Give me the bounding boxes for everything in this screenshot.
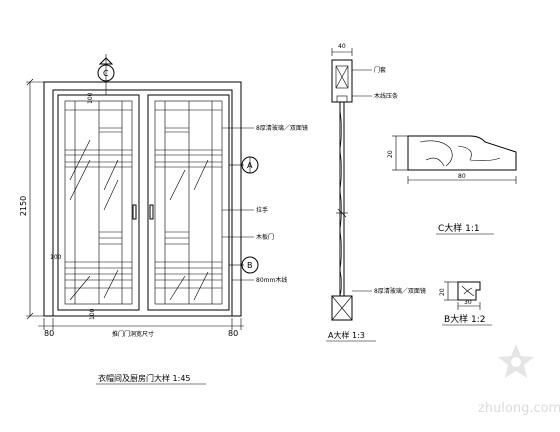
right-door-leaf [147, 94, 230, 311]
outer-door-frame [43, 81, 242, 317]
detail-b: 20 30 B大样 1:2 [439, 281, 492, 326]
callout-b-lower: B [229, 256, 259, 274]
elevation-title: 衣帽间及厨房门大样 1:45 [98, 373, 191, 383]
watermark-logo-icon [498, 344, 534, 378]
center-width-label: 推门门洞宽尺寸 [112, 330, 154, 338]
left-door-leaf [57, 94, 140, 311]
detail-c-title: C大样 1:1 [438, 222, 480, 234]
dim-left-label: 80 [44, 329, 54, 338]
section-strip-label: 木线压条 [374, 92, 398, 100]
bottom-dimension: 80 80 推门门洞宽尺寸 [38, 318, 244, 338]
height-dimension: 2150 [19, 78, 44, 320]
dim-top-frame: 100 [87, 92, 94, 104]
section-a-title: A大样 1:3 [328, 330, 365, 340]
detail-c-width: 80 [458, 173, 466, 180]
dim-bottom: 100 [89, 308, 96, 320]
dim-mid: 100 [50, 254, 62, 261]
detail-b-title: B大样 1:2 [444, 313, 486, 325]
detail-c: 20 80 C大样 1:1 [387, 135, 517, 235]
section-a: 40 门套 木线压条 8厚清玻璃／双面镜 A大样 1:3 [326, 43, 426, 342]
label-line: 80mm木线 [256, 276, 287, 284]
callout-a-mid: A [229, 156, 259, 174]
label-panel: 木板门 [256, 233, 274, 241]
label-glass: 8厚清玻璃／双面镜 [256, 124, 308, 132]
watermark: zhulong.com [478, 344, 560, 416]
svg-text:B: B [247, 261, 253, 270]
inner-door-frame [52, 89, 233, 317]
watermark-text: zhulong.com [478, 401, 560, 416]
dim-right-label: 80 [228, 329, 238, 338]
detail-c-height: 20 [387, 150, 394, 158]
label-handle: 拉手 [256, 206, 268, 214]
height-dim-label: 2150 [19, 196, 28, 216]
svg-text:C: C [103, 69, 109, 78]
section-width-label: 40 [338, 43, 346, 50]
detail-b-width: 30 [464, 299, 472, 306]
detail-b-height: 20 [439, 288, 446, 296]
door-elevation: 2150 80 80 推门门洞宽尺寸 100 100 100 C A [19, 54, 308, 385]
section-frame-label: 门套 [374, 66, 386, 74]
callout-c-top: C [97, 54, 115, 95]
leader-labels: 8厚清玻璃／双面镜 拉手 木板门 80mm木线 [222, 124, 308, 284]
left-handle-icon [132, 204, 137, 220]
right-handle-icon [149, 204, 154, 220]
section-glass-label: 8厚清玻璃／双面镜 [374, 287, 426, 295]
